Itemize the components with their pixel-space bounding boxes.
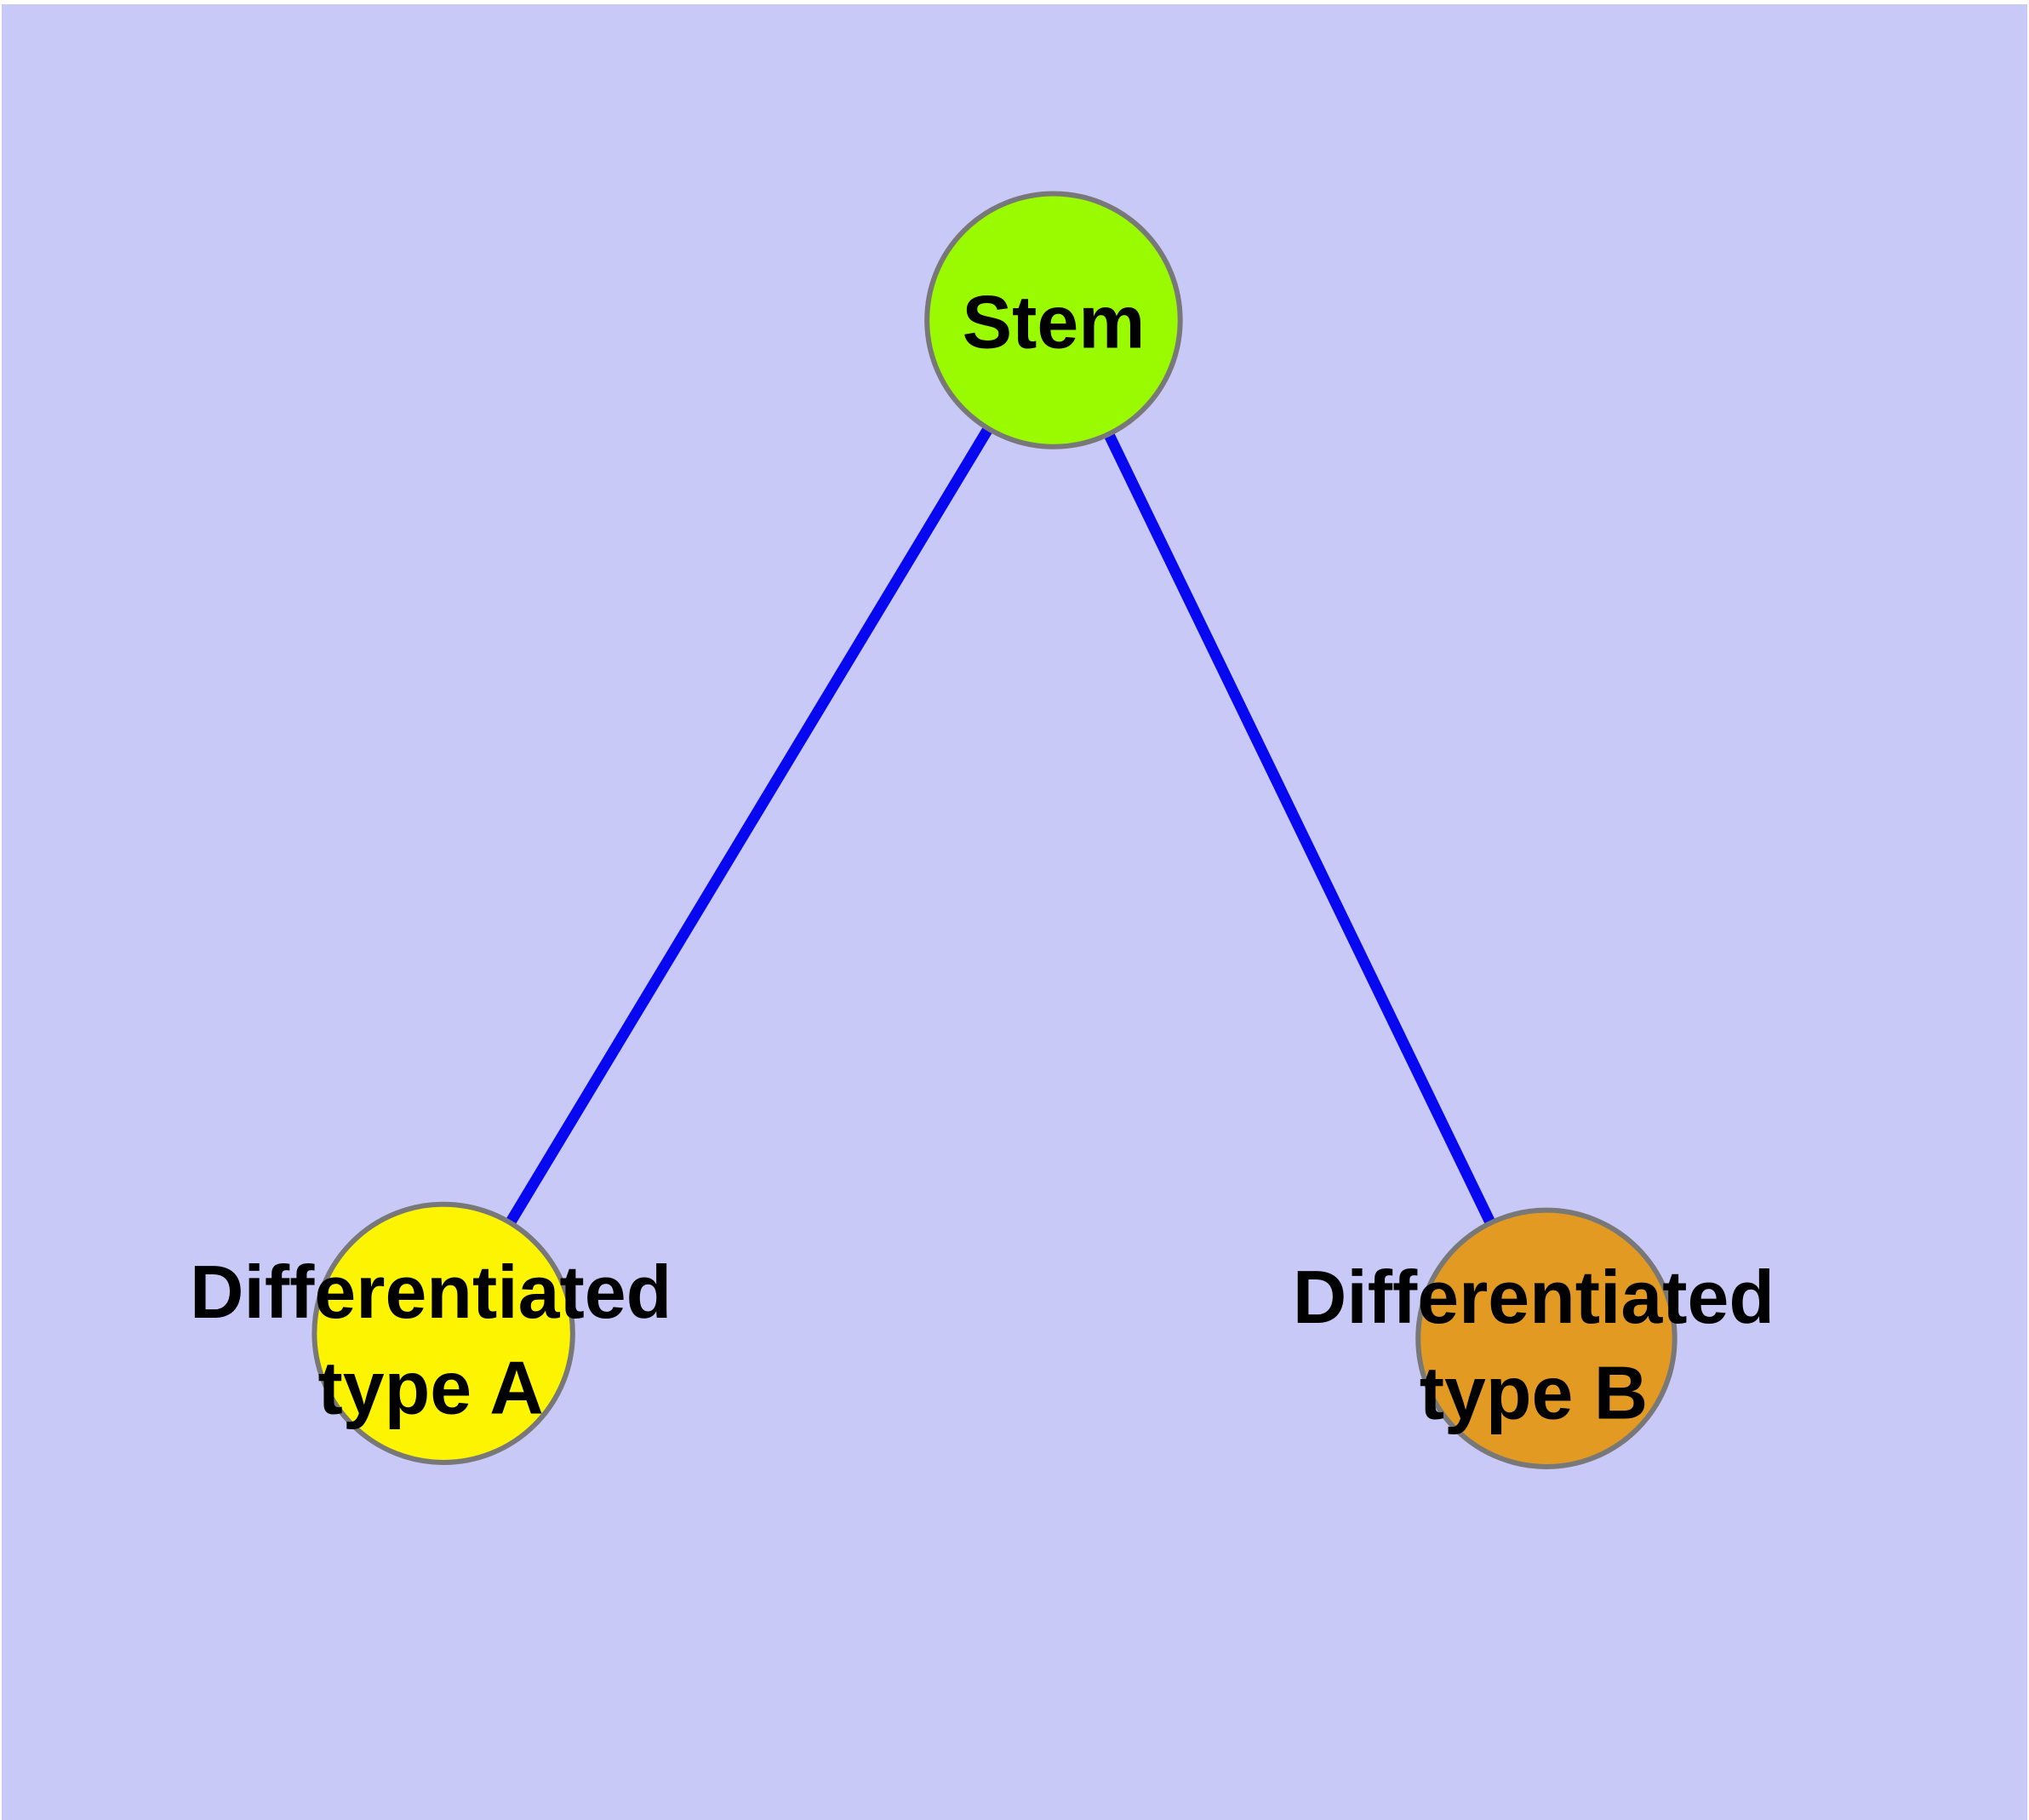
node-stem: Stem <box>924 191 1183 449</box>
node-type-a-label-line2: type A <box>318 1346 544 1430</box>
node-type-a-circle <box>311 1201 575 1465</box>
node-type-b-label-line2: type B <box>1420 1351 1648 1435</box>
node-type-a-label-line1: Differentiated <box>190 1250 672 1334</box>
diagram-canvas: Stem Differentiated type A Differentiate… <box>2 4 2027 1820</box>
node-differentiated-type-b: Differentiated type B <box>1293 1207 1775 1469</box>
node-stem-circle <box>924 191 1183 449</box>
stem-differentiation-diagram: Stem Differentiated type A Differentiate… <box>2 4 2027 1820</box>
edge-stem-to-type-a <box>438 317 1059 1336</box>
node-type-b-circle <box>1415 1207 1677 1469</box>
node-type-b-label-line1: Differentiated <box>1293 1255 1775 1339</box>
node-stem-label: Stem <box>963 280 1146 364</box>
edge-stem-to-type-b <box>1049 318 1552 1342</box>
node-differentiated-type-a: Differentiated type A <box>190 1201 672 1465</box>
